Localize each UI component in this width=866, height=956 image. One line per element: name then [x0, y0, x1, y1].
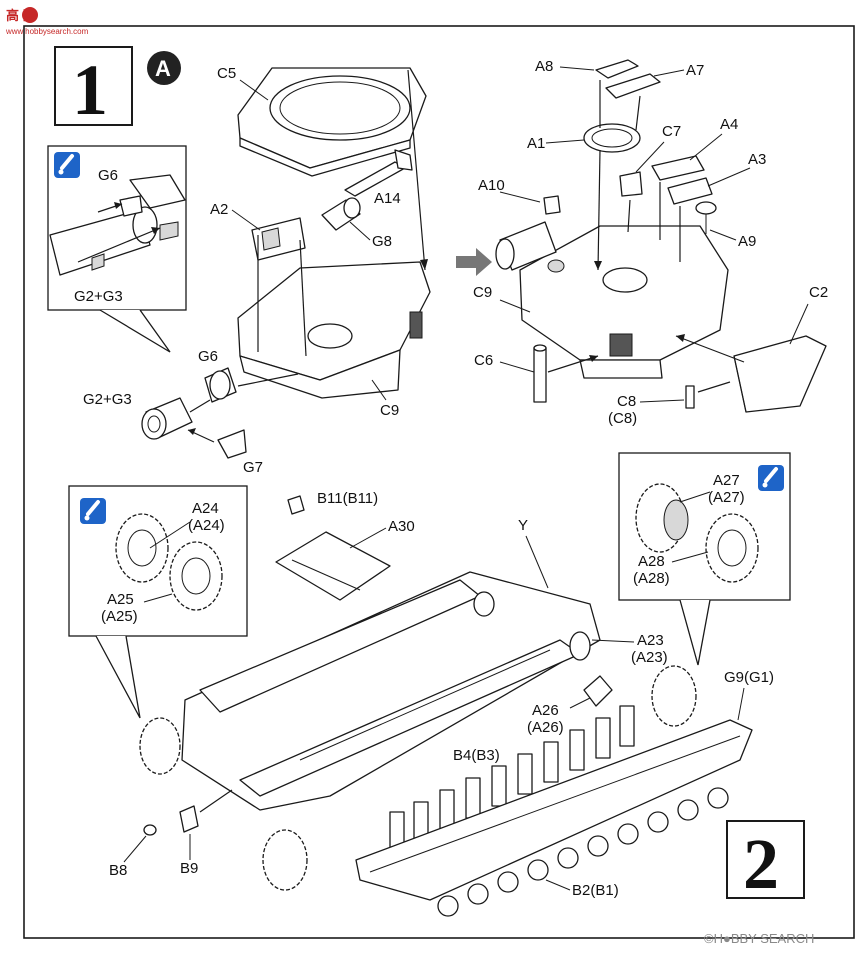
label-c8: C8 [617, 393, 636, 410]
part-b4-suspension: B4(B3) [389, 705, 635, 853]
label-c5: C5 [217, 65, 236, 82]
part-c8: C8 (C8) [608, 381, 731, 427]
label-c9-right: C9 [473, 284, 492, 301]
part-g6: G6 [198, 348, 237, 403]
label-g7: G7 [243, 459, 263, 476]
part-c9-right: C9 [473, 221, 729, 379]
label-b9: B9 [180, 860, 198, 877]
left-front-sprocket [139, 717, 181, 775]
part-c2: C2 [675, 284, 828, 413]
label-a23-alt: (A23) [631, 649, 668, 666]
label-a8: A8 [535, 58, 553, 75]
label-a3: A3 [748, 151, 766, 168]
label-c7: C7 [662, 123, 681, 140]
label-c8-alt: (C8) [608, 410, 637, 427]
inset-barrel-detail: G6 G2+G3 [47, 145, 187, 353]
label-a9: A9 [738, 233, 756, 250]
part-a8: A8 [535, 58, 639, 79]
label-a2: A2 [210, 201, 228, 218]
label-a28: A28 [638, 553, 665, 570]
label-b4: B4(B3) [453, 747, 500, 764]
part-c5: C5 [217, 65, 427, 177]
part-a14: A14 [344, 149, 413, 207]
part-c7: C7 [619, 123, 681, 233]
watermark-logo-text: 高 网 [6, 8, 36, 23]
part-c9-left: C9 [237, 69, 431, 419]
label-g8: G8 [372, 233, 392, 250]
left-rear-wheel [262, 829, 308, 891]
label-b2: B2(B1) [572, 882, 619, 899]
label-c2: C2 [809, 284, 828, 301]
label-c6: C6 [474, 352, 493, 369]
label-a25-alt: (A25) [101, 608, 138, 625]
part-a2: A2 [210, 201, 306, 261]
label-b11: B11(B11) [317, 490, 378, 507]
part-a9: A9 [695, 201, 756, 250]
label-y: Y [518, 517, 528, 534]
label-a24-alt: (A24) [188, 517, 225, 534]
label-a4: A4 [720, 116, 738, 133]
label-a24: A24 [192, 500, 219, 517]
glue-tube-icon [758, 465, 784, 491]
step-2-section: A24 (A24) A25 (A25) A27 (A27) A28 (A28 [68, 452, 805, 917]
label-g2g3-inset: G2+G3 [74, 288, 123, 305]
label-a27: A27 [713, 472, 740, 489]
watermark-url: www.hobbysearch.com [5, 27, 89, 36]
sub-step-letter: A [155, 56, 171, 81]
sub-step-badge [147, 51, 181, 85]
label-a1: A1 [527, 135, 545, 152]
label-a28-alt: (A28) [633, 570, 670, 587]
step-2-number: 2 [743, 824, 779, 904]
label-a10: A10 [478, 177, 505, 194]
inset-rear-idler: A27 (A27) A28 (A28) [618, 452, 791, 666]
label-g6: G6 [198, 348, 218, 365]
label-a27-alt: (A27) [708, 489, 745, 506]
part-g7: G7 [187, 428, 263, 476]
glue-tube-icon [80, 498, 106, 524]
page-frame [23, 25, 855, 939]
label-c9-left: C9 [380, 402, 399, 419]
label-a30: A30 [388, 518, 415, 535]
label-a26: A26 [532, 702, 559, 719]
part-a23: A23 (A23) [569, 631, 668, 666]
label-a7: A7 [686, 62, 704, 79]
part-g2g3: G2+G3 [83, 391, 193, 440]
part-a4: A4 [651, 116, 738, 240]
part-b8: B8 [109, 824, 157, 879]
step-1-number: 1 [72, 50, 108, 130]
part-g8: G8 [321, 197, 392, 250]
hobbysearch-bottom-watermark: ©H●BBY SEARCH [704, 931, 814, 946]
label-a26-alt: (A26) [527, 719, 564, 736]
part-a26: A26 (A26) [527, 675, 613, 736]
step-1-section: 1 A G6 G2+G3 [47, 46, 828, 476]
part-a3: A3 [667, 151, 766, 262]
inset-front-sprocket: A24 (A24) A25 (A25) [68, 485, 248, 719]
part-b11: B11(B11) [287, 490, 378, 515]
part-a30: A30 [275, 518, 415, 601]
part-b9: B9 [179, 789, 233, 877]
watermark-logo-icon [22, 7, 38, 23]
right-idler-wheel [651, 665, 697, 727]
step-1-number-box [54, 46, 133, 126]
part-b2-side-frame: G9(G1) B2(B1) [355, 669, 774, 917]
label-a14: A14 [374, 190, 401, 207]
label-b8: B8 [109, 862, 127, 879]
direction-arrow-icon [456, 248, 492, 276]
label-g6-inset: G6 [98, 167, 118, 184]
hobbysearch-top-watermark: 高 网 www.hobbysearch.com [5, 7, 89, 36]
label-g9: G9(G1) [724, 669, 774, 686]
label-a23: A23 [637, 632, 664, 649]
part-y-hull: Y [181, 517, 601, 811]
glue-tube-icon [54, 152, 80, 178]
part-a1: A1 [527, 123, 641, 271]
part-c6: C6 [474, 344, 599, 403]
part-a10: A10 [478, 177, 561, 215]
label-g2g3: G2+G3 [83, 391, 132, 408]
part-a7: A7 [605, 62, 704, 99]
label-a25: A25 [107, 591, 134, 608]
step-2-number-box [726, 820, 805, 899]
